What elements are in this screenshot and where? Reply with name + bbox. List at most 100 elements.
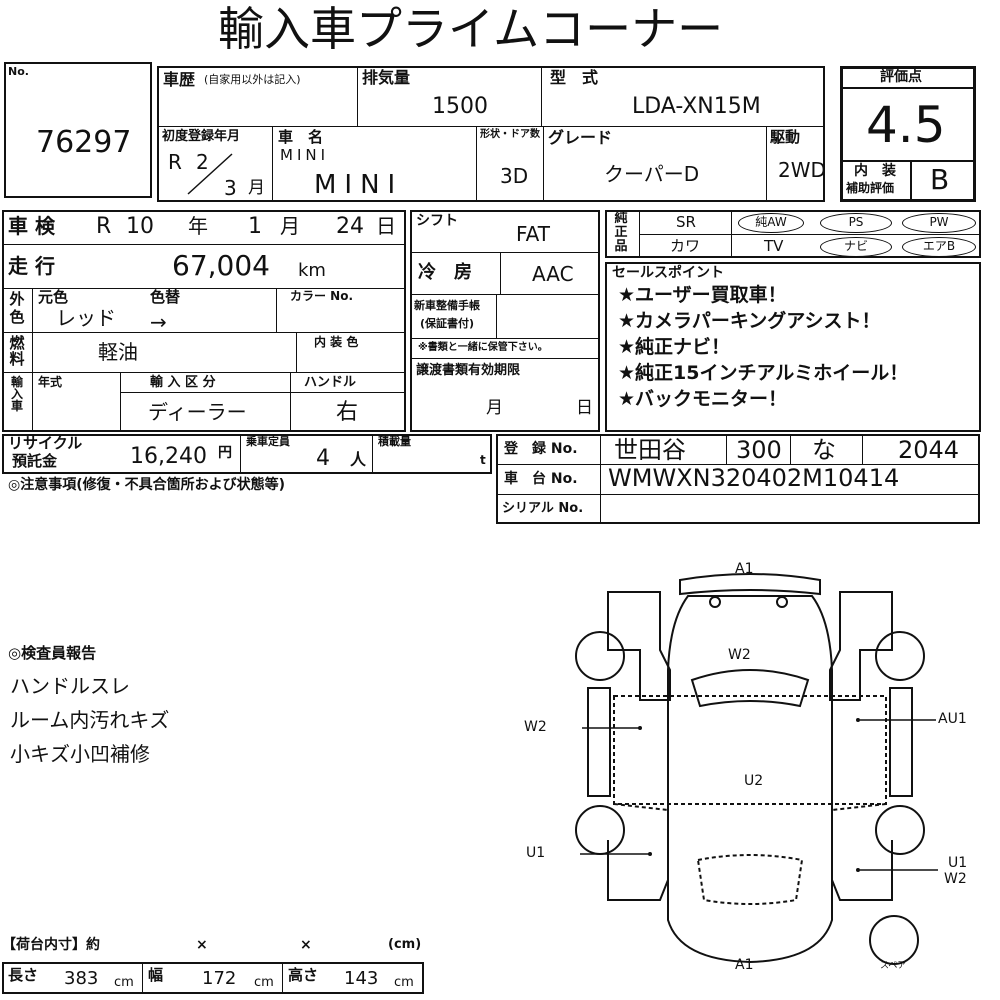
- diagram-spare-label: スペア: [880, 961, 907, 971]
- diagram-bottom-label: A1: [735, 957, 754, 973]
- interior-rating-sub-label: 補助評価: [846, 181, 895, 195]
- equipment-power-steering: PS: [820, 213, 892, 233]
- equipment-alloy-wheels: 純AW: [738, 213, 804, 233]
- car-damage-diagram: [575, 573, 938, 965]
- inspector-line-3: 小キズ小凹補修: [10, 742, 150, 766]
- grade-label: グレード: [548, 128, 613, 147]
- cargo-height-value: 143: [344, 968, 379, 989]
- color-value: レッド: [56, 306, 116, 330]
- inspector-line-1: ハンドルスレ: [10, 674, 130, 698]
- details-grid: [2, 210, 406, 432]
- recycle-value: 16,240: [130, 444, 207, 469]
- first-registration-era: R: [168, 150, 182, 174]
- cargo-width-unit: cm: [254, 975, 274, 990]
- registration-kana: な: [812, 436, 836, 464]
- inspection-month: 1: [248, 214, 262, 239]
- import-class-label: 輸 入 区 分: [150, 375, 216, 390]
- history-sub-label: (自家用以外は記入): [204, 73, 301, 86]
- chassis-label: 車 台 No.: [504, 471, 578, 487]
- lot-number: 76297: [36, 125, 132, 160]
- shift-ac-grid: [410, 210, 600, 432]
- car-name-label: 車 名: [278, 128, 324, 146]
- cargo-length-unit: cm: [114, 975, 134, 990]
- sales-points-label: セールスポイント: [612, 265, 724, 281]
- cargo-width-value: 172: [202, 968, 237, 989]
- cargo-height-unit: cm: [394, 975, 414, 990]
- serial-label: シリアル No.: [502, 501, 584, 516]
- chassis-number: WMWXN320402M10414: [608, 464, 900, 492]
- sales-point-2: ★カメラパーキングアシスト！: [618, 310, 881, 332]
- transfer-doc-label: 譲渡書類有効期限: [416, 363, 521, 378]
- registration-class: 300: [736, 436, 782, 464]
- warranty-label-a: 新車整備手帳: [414, 299, 480, 312]
- diagram-left-rear-label: U1: [526, 845, 546, 861]
- registration-label: 登 録 No.: [504, 441, 578, 457]
- recycle-unit: 円: [218, 445, 232, 461]
- lot-number-box: [4, 62, 152, 198]
- shift-value: FAT: [516, 222, 551, 246]
- sales-point-5: ★バックモニター！: [618, 388, 788, 410]
- equipment-navigation: ナビ: [820, 237, 892, 257]
- transfer-month-unit: 月: [486, 398, 503, 418]
- grade-value: クーパーD: [604, 162, 700, 186]
- mileage-unit: km: [298, 260, 326, 281]
- body-type-value: 3D: [500, 164, 529, 188]
- original-color-label: 元色: [38, 288, 69, 306]
- diagram-hood-label: W2: [728, 647, 751, 663]
- diagram-right-rear-label-1: U1: [948, 855, 968, 871]
- load-label: 積載量: [378, 435, 411, 448]
- first-registration-label: 初度登録年月: [162, 129, 241, 144]
- model-value: LDA-XN15M: [632, 94, 761, 119]
- cargo-x1: ×: [196, 937, 208, 953]
- color-number-label: カラー No.: [290, 289, 354, 303]
- diagram-right-front-label: AU1: [938, 711, 967, 727]
- equipment-label: 純正品: [614, 211, 628, 254]
- first-registration-month: 3: [224, 176, 237, 200]
- mileage-label: 走 行: [8, 254, 55, 278]
- transfer-day-unit: 日: [576, 398, 593, 418]
- capacity-value: 4: [316, 446, 330, 471]
- equipment-sr: SR: [676, 213, 696, 231]
- cargo-height-label: 高さ: [288, 966, 319, 984]
- interior-rating-value: B: [930, 163, 950, 196]
- cargo-unit: (cm): [388, 937, 422, 952]
- displacement-value: 1500: [432, 94, 488, 119]
- diagram-top-label: A1: [735, 561, 754, 577]
- model-label: 型 式: [550, 68, 599, 87]
- import-side-label: 輸入車: [10, 375, 23, 413]
- mileage-value: 67,004: [172, 249, 270, 282]
- rating-value: 4.5: [866, 96, 946, 154]
- capacity-unit: 人: [350, 450, 367, 469]
- displacement-label: 排気量: [362, 68, 411, 87]
- exterior-color-label-a: 外: [9, 290, 25, 308]
- equipment-power-windows: PW: [902, 213, 976, 233]
- inspection-day: 24: [336, 214, 364, 239]
- drive-value: 2WD: [778, 158, 826, 182]
- inspector-line-2: ルーム内汚れキズ: [10, 708, 170, 732]
- inspection-era: R: [96, 214, 112, 239]
- warranty-note: ※書類と一緒に保管下さい。: [418, 342, 548, 353]
- inspection-year: 10: [126, 214, 154, 239]
- sales-point-4: ★純正15インチアルミホイール！: [618, 362, 909, 384]
- first-registration-year: 2: [196, 150, 209, 174]
- notes-label: ◎注意事項(修復・不具合箇所および状態等): [8, 477, 286, 493]
- sales-points-box: [605, 262, 981, 432]
- handle-label: ハンドル: [304, 375, 357, 390]
- fuel-label-b: 料: [9, 350, 25, 368]
- color-change-label: 色替: [150, 288, 181, 306]
- page-title: 輸入車プライムコーナー: [218, 2, 724, 56]
- shift-label: シフト: [416, 213, 458, 229]
- body-type-label: 形状・ドア数: [480, 129, 540, 140]
- car-name-value: MINI: [314, 170, 404, 200]
- warranty-label-b: (保証書付): [420, 317, 475, 330]
- inspection-day-unit: 日: [376, 214, 396, 238]
- import-year-label: 年式: [38, 375, 63, 389]
- exterior-color-label-b: 色: [9, 308, 25, 326]
- rating-label: 評価点: [880, 69, 922, 85]
- equipment-airbag: エアB: [902, 237, 976, 257]
- sales-point-3: ★純正ナビ！: [618, 336, 731, 358]
- registration-grid: [496, 434, 980, 524]
- history-label: 車歴: [163, 70, 196, 89]
- interior-rating-label: 内 装: [854, 163, 896, 179]
- ac-value: AAC: [532, 262, 574, 286]
